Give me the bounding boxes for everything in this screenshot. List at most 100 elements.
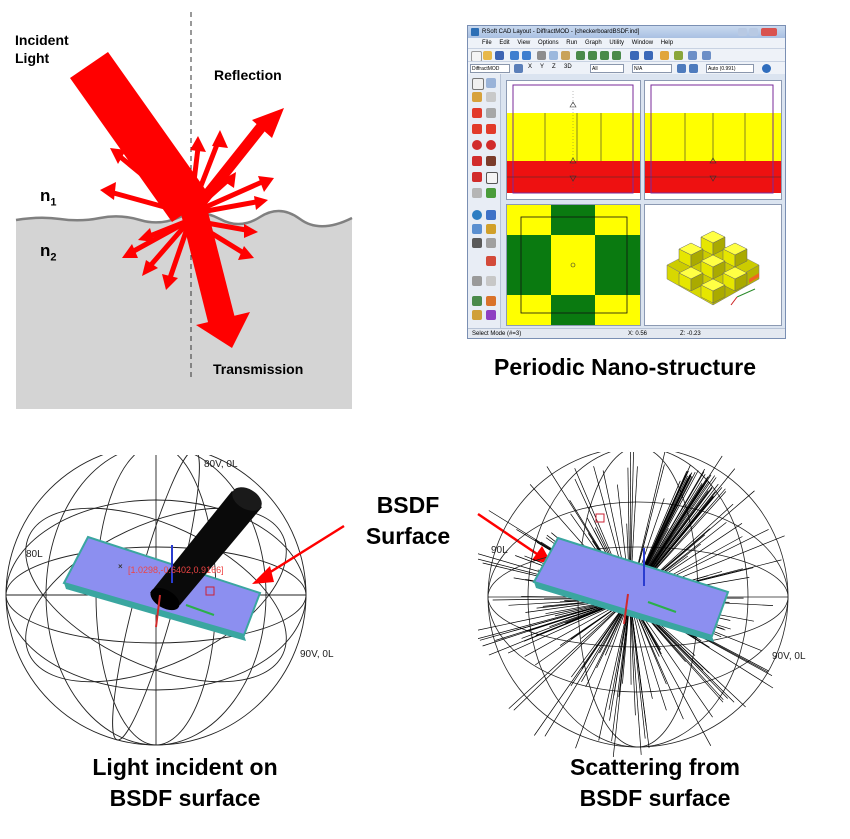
tool-palette: [468, 74, 501, 328]
layers-icon[interactable]: [472, 296, 482, 306]
monitor-icon[interactable]: [472, 188, 482, 198]
cube-icon[interactable]: [472, 172, 482, 182]
transmission-label: Transmission: [213, 361, 304, 377]
report-icon[interactable]: [674, 51, 683, 60]
tool-icon-1[interactable]: [576, 51, 585, 60]
cad-window: RSoft CAD Layout - DiffractMOD - [checke…: [467, 25, 786, 339]
grid-icon[interactable]: [486, 276, 496, 286]
n1-label: n1: [40, 186, 57, 209]
3d-view-pane[interactable]: [644, 204, 782, 326]
status-z: Z: -0.23: [680, 331, 701, 337]
bsdf-surface-label: BSDF Surface: [365, 492, 451, 549]
utility-icon-1[interactable]: [688, 51, 697, 60]
copy-icon[interactable]: [549, 51, 558, 60]
run-icon[interactable]: [630, 51, 639, 60]
cut-icon[interactable]: [537, 51, 546, 60]
side-view-pane-2[interactable]: [644, 80, 782, 200]
menu-help[interactable]: Help: [660, 40, 674, 46]
view-toolbar: DiffractMOD X Y Z 3D All N/A Auto (0.991…: [468, 61, 785, 74]
rectangle-icon[interactable]: [486, 172, 498, 184]
symbol-icon[interactable]: [486, 238, 496, 248]
material-icon[interactable]: [472, 238, 482, 248]
pointer-icon[interactable]: [472, 78, 484, 90]
close-icon[interactable]: [761, 28, 777, 36]
periodic-caption: Periodic Nano-structure: [494, 354, 756, 380]
field-na-select[interactable]: N/A: [632, 64, 672, 73]
rocket-icon[interactable]: [486, 256, 496, 266]
top-view-pane[interactable]: [506, 204, 641, 326]
field-all-select[interactable]: All: [590, 64, 624, 73]
scattered-ray: [575, 597, 631, 749]
tool-icon-2[interactable]: [588, 51, 597, 60]
list-icon[interactable]: [486, 210, 496, 220]
main-toolbar: [468, 48, 785, 62]
module-select[interactable]: DiffractMOD: [470, 64, 510, 73]
zoom-in-icon[interactable]: [677, 64, 686, 73]
menu-run[interactable]: Run: [566, 40, 578, 46]
module-icon[interactable]: [472, 310, 482, 320]
menu-file[interactable]: File: [482, 40, 492, 46]
scatter-sphere-label-90v: 90V, 0L: [772, 651, 806, 662]
menu-view[interactable]: View: [517, 40, 531, 46]
globe-icon[interactable]: [472, 210, 482, 220]
status-mode: Select Mode (#=3): [472, 331, 522, 337]
zoom-select[interactable]: Auto (0.991): [706, 64, 754, 73]
sphere-label-80l: 80L: [26, 549, 43, 560]
tool-icon-4[interactable]: [612, 51, 621, 60]
palette-colors-icon[interactable]: [486, 224, 496, 234]
polygon-icon[interactable]: [472, 156, 482, 166]
taper-icon[interactable]: [486, 108, 496, 118]
tool-icon-3[interactable]: [600, 51, 609, 60]
axis-x-button[interactable]: X: [528, 64, 533, 70]
scattered-ray: [609, 597, 631, 721]
callout-arrow-left: [263, 524, 345, 578]
purple-tool-icon[interactable]: [486, 310, 496, 320]
checkerboard-drawing: [507, 205, 640, 325]
arc-icon[interactable]: [472, 124, 482, 134]
redo-icon[interactable]: [522, 51, 531, 60]
undo-icon[interactable]: [510, 51, 519, 60]
sphere-label-90v: 90V, 0L: [300, 649, 334, 660]
graph-icon[interactable]: [660, 51, 669, 60]
simulate-icon[interactable]: [644, 51, 653, 60]
ellipse-icon[interactable]: [472, 140, 482, 150]
profile-icon[interactable]: [472, 224, 482, 234]
scattered-ray: [513, 597, 631, 711]
axis-icon[interactable]: [514, 64, 523, 73]
zoom-out-icon[interactable]: [689, 64, 698, 73]
3d-checkerboard-drawing: [666, 230, 760, 306]
open-folder-icon[interactable]: [483, 51, 492, 60]
s-bend-icon[interactable]: [486, 124, 496, 134]
menu-bar: File Edit View Options Run Graph Utility…: [468, 38, 785, 48]
line-segment-icon[interactable]: [472, 108, 482, 118]
stack-icon[interactable]: [486, 296, 496, 306]
save-icon[interactable]: [495, 51, 504, 60]
coordinate-readout: [1.0298,-0.6402,0.9166]: [128, 565, 224, 575]
utility-icon-2[interactable]: [702, 51, 711, 60]
menu-utility[interactable]: Utility: [609, 40, 625, 46]
sphere-icon[interactable]: [486, 140, 496, 150]
scattering-caption: Scattering from BSDF surface: [570, 754, 740, 811]
minimize-icon[interactable]: [738, 28, 747, 36]
edit-tool-icon[interactable]: [472, 92, 482, 102]
incident-beam: [70, 52, 210, 222]
scattering-sphere-plot: [478, 452, 789, 757]
pan-tool-icon[interactable]: [486, 92, 496, 102]
menu-window[interactable]: Window: [631, 40, 654, 46]
delete-icon[interactable]: [472, 276, 482, 286]
menu-options[interactable]: Options: [537, 40, 559, 46]
menu-edit[interactable]: Edit: [499, 40, 510, 46]
view-3d-button[interactable]: 3D: [564, 64, 572, 70]
scattered-ray: [508, 597, 631, 709]
side-view-pane-1[interactable]: [506, 80, 641, 200]
block-icon[interactable]: [486, 156, 496, 166]
sphere-label-80v: 80V, 0L: [204, 459, 238, 470]
menu-graph[interactable]: Graph: [584, 40, 602, 46]
zoom-tool-icon[interactable]: [486, 78, 496, 88]
refresh-icon[interactable]: [762, 64, 771, 73]
axis-z-button[interactable]: Z: [552, 64, 556, 70]
paste-icon[interactable]: [561, 51, 570, 60]
axis-y-button[interactable]: Y: [540, 64, 545, 70]
maximize-icon[interactable]: [749, 28, 758, 36]
launch-icon[interactable]: [486, 188, 496, 198]
